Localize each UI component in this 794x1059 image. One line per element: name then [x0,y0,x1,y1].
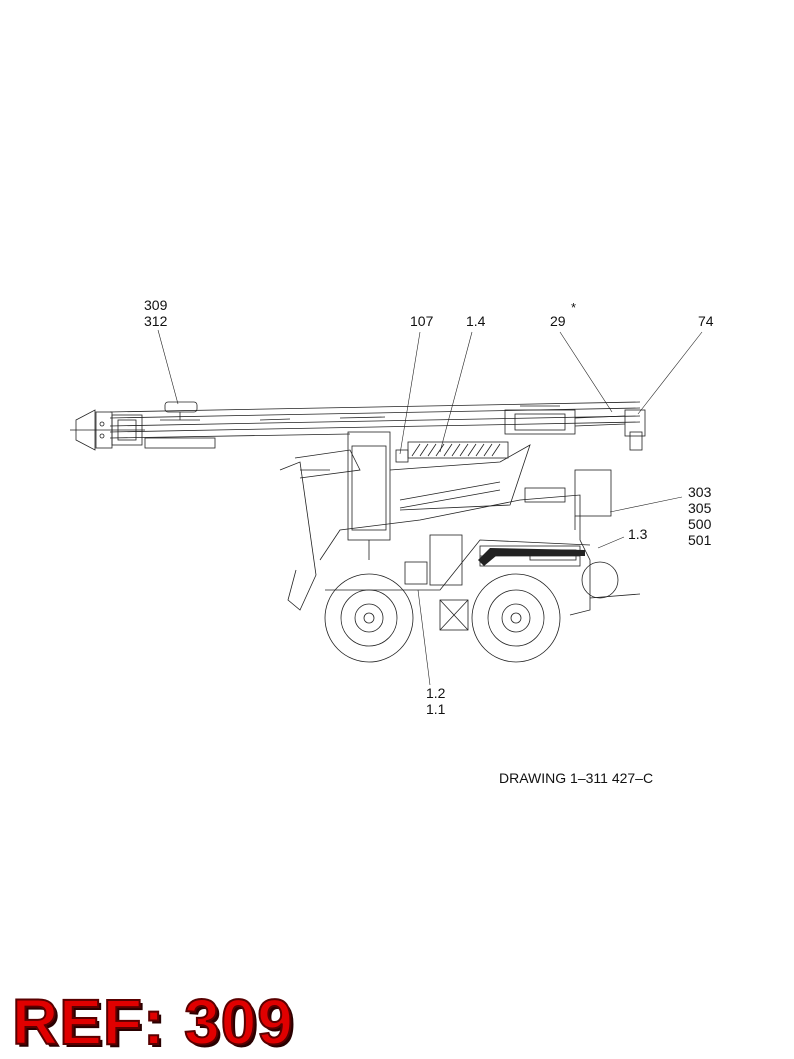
callout-29: 29 [550,313,566,329]
column [347,431,391,560]
callout-1-4: 1.4 [466,313,486,329]
hatched-cylinder [395,441,509,463]
rear-wheel [471,573,561,663]
callout-303: 303 [688,484,712,500]
callout-309: 309 [144,297,168,313]
rotation-head [70,409,216,451]
callout-1-2: 1.2 [426,685,446,701]
drawing-caption: DRAWING 1–311 427–C [499,770,654,786]
callout-305: 305 [688,500,712,516]
leader-lines [157,329,703,686]
callout-107: 107 [410,313,434,329]
callout-1-3: 1.3 [628,526,648,542]
top-cylinder [160,401,200,421]
callout-74: 74 [698,313,714,329]
front-wheel [324,573,414,663]
carrier-stripe [478,548,585,566]
callout-1-1: 1.1 [426,701,446,717]
ref-label: REF: 309 [11,985,294,1059]
callout-501: 501 [688,532,712,548]
callout-312: 312 [144,313,168,329]
callout-star: * [571,300,577,315]
callout-500: 500 [688,516,712,532]
boom-arm [279,444,531,611]
boom-right-end [504,405,646,451]
